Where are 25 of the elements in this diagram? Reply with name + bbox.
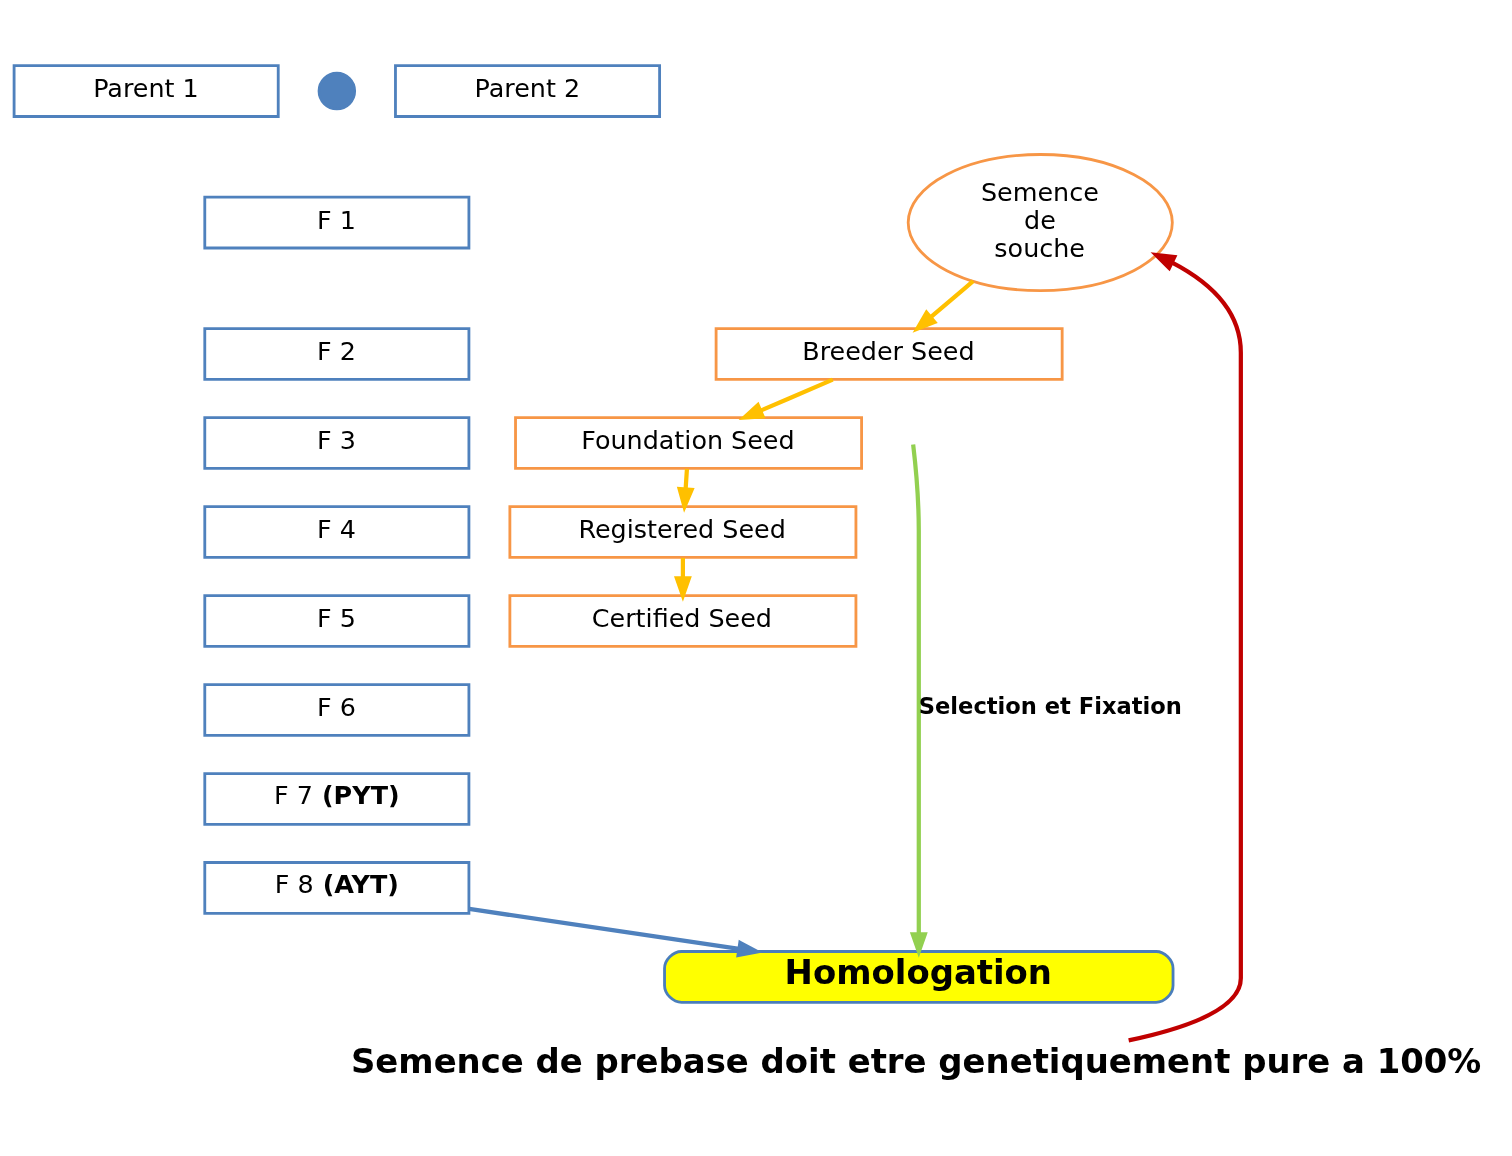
node-box: F 3 xyxy=(203,415,471,470)
node-box: F 7 (PYT) xyxy=(203,771,471,826)
node-box: Breeder Seed xyxy=(714,326,1064,381)
node-box: Parent 1 xyxy=(12,63,280,118)
node-box: Registered Seed xyxy=(508,504,858,559)
node-cross xyxy=(317,71,357,110)
node-box: F 6 xyxy=(203,682,471,737)
node-ellipse: Semence de souche xyxy=(906,152,1174,292)
node-box: Homologation xyxy=(663,949,1175,1004)
arrow xyxy=(738,377,834,420)
node-box: Certified Seed xyxy=(508,593,858,648)
node-box: F 5 xyxy=(203,593,471,648)
node-box: F 2 xyxy=(203,326,471,381)
node-box: F 1 xyxy=(203,195,471,249)
arrow xyxy=(676,468,695,513)
arrow xyxy=(468,906,763,957)
arrow xyxy=(1128,251,1243,1042)
node-box: F 8 (AYT) xyxy=(203,860,471,915)
node-box: Foundation Seed xyxy=(514,415,863,470)
node-box: Parent 2 xyxy=(394,63,661,118)
node-box: F 4 xyxy=(203,504,471,559)
arrow xyxy=(909,443,928,958)
node-text: Semence de prebase doit etre genetiquement pure a 100% xyxy=(350,1041,1482,1081)
arrow xyxy=(912,279,975,333)
arrow xyxy=(674,557,692,602)
